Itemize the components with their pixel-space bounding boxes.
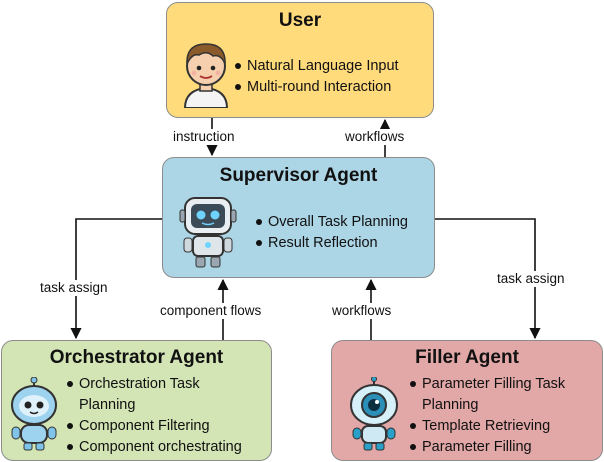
cyclops-robot-icon (350, 377, 398, 451)
robot-icon (179, 197, 237, 268)
orchestrator-bullets: Orchestration Task Planning Component Fi… (66, 374, 242, 458)
label-task-assign-right: task assign (495, 271, 567, 287)
orchestrator-title: Orchestrator Agent (49, 347, 224, 368)
label-instruction: instruction (171, 129, 237, 145)
filler-title: Filler Agent (415, 347, 519, 368)
label-workflows-user: workflows (343, 129, 407, 145)
filler-bullet: Parameter Filling (409, 437, 587, 458)
filler-bullet: Parameter Filling Task Planning (409, 374, 587, 416)
supervisor-title: Supervisor Agent (219, 165, 378, 186)
supervisor-bullet: Result Reflection (255, 233, 408, 254)
arrow-task-assign-left (70, 218, 162, 340)
supervisor-node: Supervisor Agent Overall Task Planning R… (162, 157, 435, 278)
orchestrator-node: Orchestrator Agent Orchestration Task Pl… (1, 340, 272, 461)
supervisor-bullets: Overall Task Planning Result Reflection (255, 212, 408, 254)
filler-bullet: Template Retrieving (409, 416, 587, 437)
supervisor-bullet: Overall Task Planning (255, 212, 408, 233)
round-robot-icon (11, 377, 57, 451)
boy-avatar-icon (183, 43, 229, 108)
user-bullet: Natural Language Input (234, 56, 399, 77)
filler-node: Filler Agent Parameter Filling Task Plan… (331, 340, 603, 461)
label-component-flows: component flows (158, 303, 264, 319)
orchestrator-bullet: Component Filtering (66, 416, 226, 437)
label-workflows-supervisor: workflows (330, 303, 394, 319)
orchestrator-bullet: Orchestration Task Planning (66, 374, 226, 416)
arrow-task-assign-right (435, 218, 541, 340)
orchestrator-bullet: Component orchestrating (66, 437, 242, 458)
user-title: User (278, 10, 322, 31)
user-bullet: Multi-round Interaction (234, 77, 399, 98)
user-node: User Natural Language Input Multi-round … (166, 2, 434, 118)
user-bullets: Natural Language Input Multi-round Inter… (234, 56, 399, 98)
label-task-assign-left: task assign (38, 280, 110, 296)
filler-bullets: Parameter Filling Task Planning Template… (409, 374, 587, 458)
